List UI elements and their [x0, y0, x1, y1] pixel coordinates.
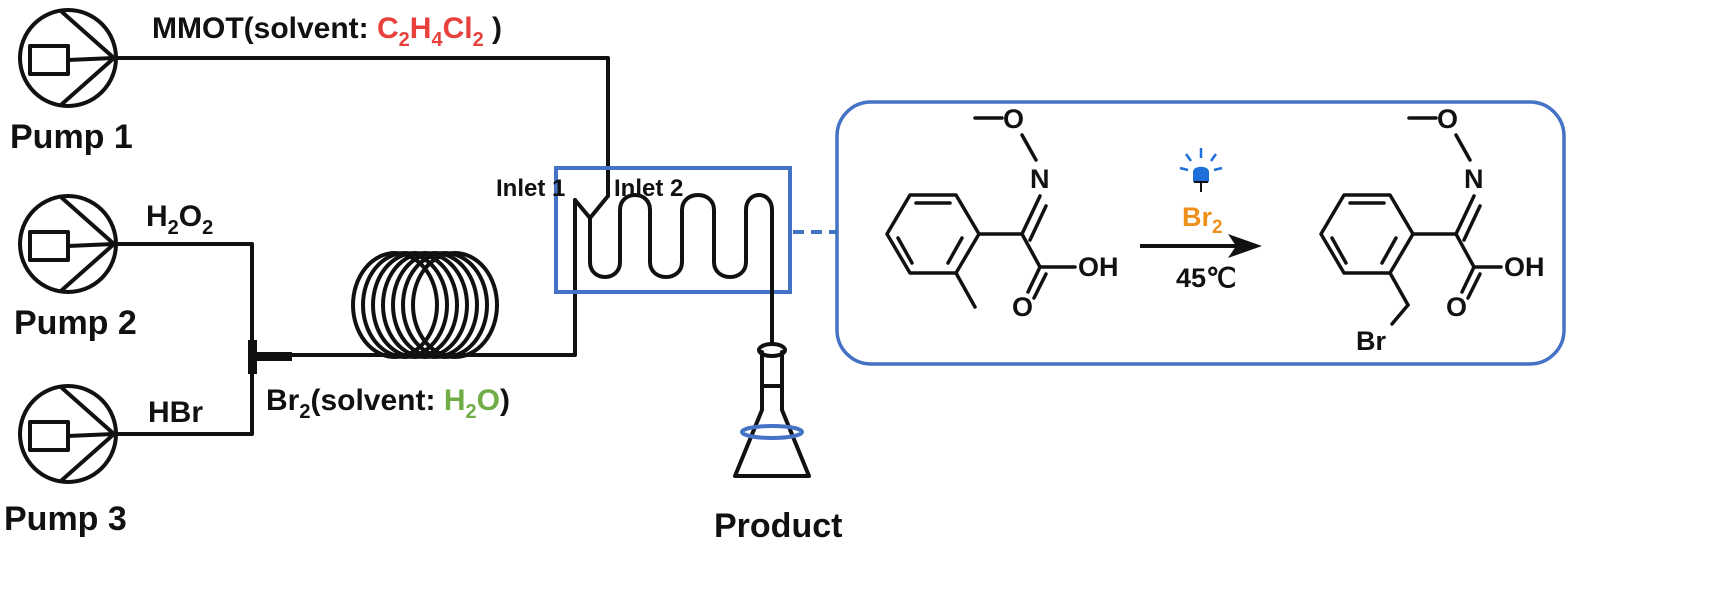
reactant-o-label: O [1003, 104, 1024, 134]
reactant-n-label: N [1030, 164, 1050, 194]
arrowhead-icon [1228, 234, 1262, 258]
microreactor-frame [554, 166, 792, 294]
hbr-label: HBr [148, 396, 203, 429]
product-structure [1319, 116, 1503, 326]
product-n-label: N [1464, 164, 1484, 194]
product-o-label: O [1437, 104, 1458, 134]
reactant-oh-label: OH [1078, 252, 1119, 282]
h2o2-hbr-merge-line [112, 242, 254, 436]
pump-2-piston-icon [28, 230, 70, 262]
pump-3-label: Pump 3 [4, 500, 127, 538]
serpentine-channel [573, 193, 774, 279]
inlet-2-label: Inlet 2 [614, 175, 683, 202]
reagent-label: Br2 [1182, 202, 1223, 238]
reactant-structure [885, 116, 1077, 309]
pump-2-label: Pump 2 [14, 304, 137, 342]
coil-outlet-line [438, 198, 577, 357]
lamp-icon [1179, 148, 1223, 192]
pump-3-piston-icon [28, 420, 70, 452]
inlet-1-label: Inlet 1 [496, 175, 565, 202]
pump-1 [18, 8, 118, 108]
product-flask-icon [733, 342, 811, 478]
temperature-label: 45℃ [1176, 263, 1236, 293]
pump-2 [18, 194, 118, 294]
br2-feed-label: Br2(solvent: H2O) [266, 384, 510, 423]
coil-reactor [351, 251, 499, 359]
h2o2-label: H2O2 [146, 200, 213, 239]
product-label: Product [714, 507, 842, 545]
pump-1-piston-icon [28, 44, 70, 76]
pump-1-label: Pump 1 [10, 118, 133, 156]
reaction-scheme-box [835, 100, 1566, 366]
product-br-label: Br [1356, 326, 1386, 356]
reactant-carbonyl-o-label: O [1012, 292, 1033, 322]
product-oh-label: OH [1504, 252, 1545, 282]
pump-3 [18, 384, 118, 484]
product-carbonyl-o-label: O [1446, 292, 1467, 322]
mmot-feed-label: MMOT(solvent: C2H4Cl2 ) [152, 12, 502, 51]
mmot-feed-line [112, 56, 610, 198]
